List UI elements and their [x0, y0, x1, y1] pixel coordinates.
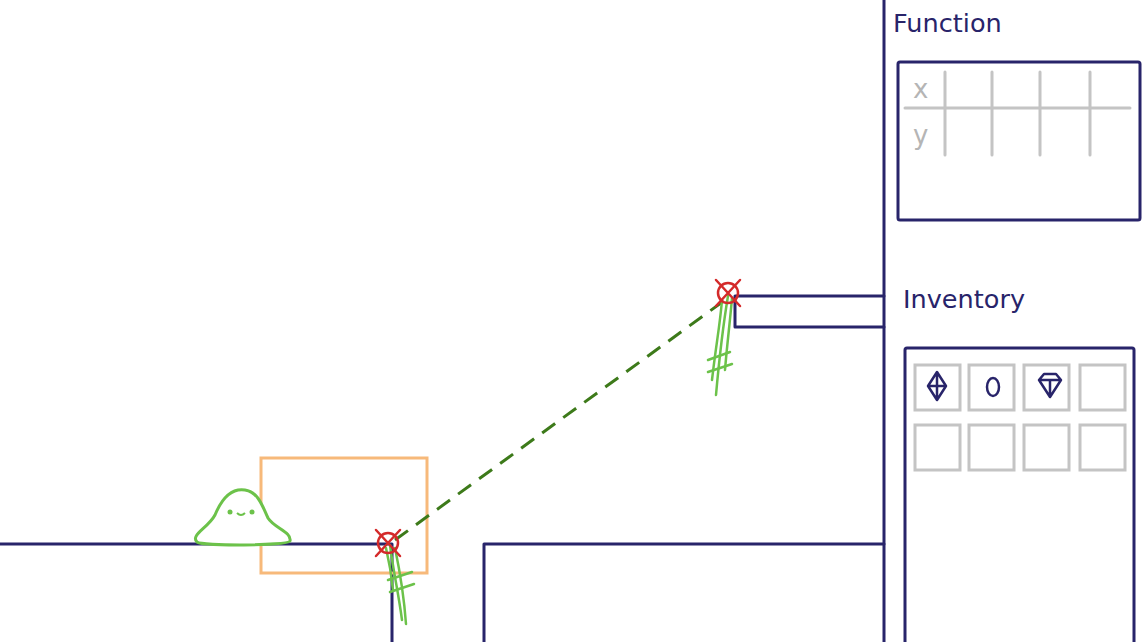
slime-mouth	[237, 513, 245, 515]
inventory-slot	[1080, 425, 1125, 470]
inventory-panel-frame	[905, 348, 1134, 642]
slime-player	[195, 490, 290, 545]
slime-eye	[228, 510, 233, 515]
inventory-slot	[1024, 365, 1069, 410]
panel-title: Inventory	[903, 284, 1137, 315]
slime-body	[195, 490, 290, 545]
function-panel-frame	[898, 62, 1140, 220]
table-cell: x	[913, 76, 928, 102]
grid-line	[1089, 72, 1092, 155]
panel-title: Function	[893, 8, 1140, 39]
reach-zone	[261, 458, 427, 573]
vine-leaf	[708, 352, 732, 372]
ground-right	[484, 544, 884, 642]
grapple-anchors	[376, 280, 740, 556]
vine	[725, 298, 732, 370]
inventory-slot	[1080, 365, 1125, 410]
crystal-icon	[928, 372, 946, 400]
inventory-slot	[969, 365, 1014, 410]
function-table-grid	[905, 72, 1130, 155]
upper-ledge	[735, 296, 884, 327]
vine-leaf	[388, 572, 414, 592]
inventory-slots	[915, 365, 1125, 470]
inventory-slot	[915, 425, 960, 470]
grapple-path	[395, 300, 725, 540]
panel-divider	[883, 0, 886, 642]
terrain	[0, 0, 884, 642]
vine	[386, 548, 393, 590]
inventory-slot	[969, 425, 1014, 470]
table-cell: y	[913, 122, 928, 148]
gem-icon	[1039, 374, 1061, 397]
inventory-slot	[1024, 425, 1069, 470]
slime-eye	[250, 510, 255, 515]
panels	[898, 62, 1140, 642]
inventory-panel: Inventory	[903, 284, 1137, 642]
vines	[386, 296, 732, 624]
inventory-items	[928, 372, 1061, 400]
inventory-slot	[915, 365, 960, 410]
anchor-cross	[376, 530, 400, 556]
ring-icon	[987, 378, 999, 396]
anchor-cross	[716, 280, 740, 306]
ground-left	[0, 544, 392, 642]
grid-line	[905, 107, 1130, 110]
function-panel: Function	[893, 8, 1140, 222]
grid-line	[991, 72, 994, 155]
grid-line	[944, 72, 947, 155]
grid-line	[1039, 72, 1042, 155]
